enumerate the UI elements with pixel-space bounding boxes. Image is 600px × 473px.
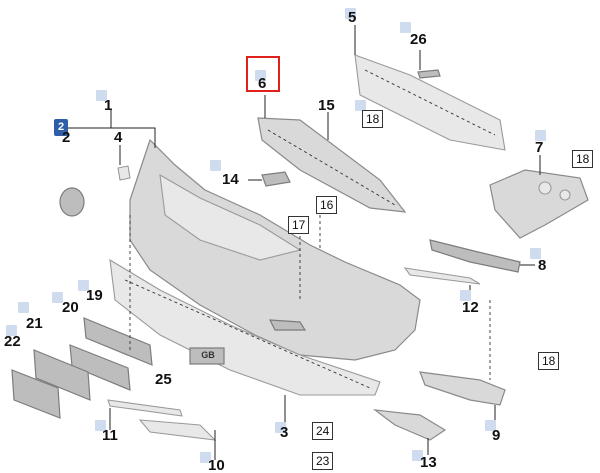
callout-15[interactable]: 15 — [318, 97, 335, 114]
marker-square — [460, 290, 471, 301]
callout-18-box-right[interactable]: 18 — [572, 150, 594, 168]
part-clip-26[interactable] — [417, 69, 441, 79]
part-bracket-7[interactable] — [489, 169, 589, 239]
marker-square — [210, 160, 221, 171]
marker-square — [412, 450, 423, 461]
callout-20[interactable]: 20 — [62, 299, 79, 316]
part-bracket-9[interactable] — [419, 371, 506, 406]
callout-17-box[interactable]: 17 — [288, 216, 310, 234]
callout-16-box[interactable]: 16 — [316, 196, 338, 214]
marker-square — [255, 70, 266, 81]
callout-18-box-bottom[interactable]: 18 — [538, 352, 560, 370]
part-cap-2[interactable] — [59, 187, 85, 217]
callout-5[interactable]: 5 — [348, 9, 357, 26]
part-plate-25[interactable] — [189, 347, 225, 365]
marker-square — [78, 280, 89, 291]
callout-9[interactable]: 9 — [492, 427, 501, 444]
marker-square — [18, 302, 29, 313]
marker-square — [52, 292, 63, 303]
part-bracket-13[interactable] — [372, 409, 447, 441]
part-bracket-14[interactable] — [261, 171, 291, 187]
marker-square — [6, 325, 17, 336]
callout-23-box[interactable]: 23 — [312, 452, 334, 470]
marker-square — [95, 420, 106, 431]
marker-square — [96, 90, 107, 101]
callout-6-selected[interactable]: 6 — [246, 56, 280, 92]
callout-4[interactable]: 4 — [114, 129, 123, 146]
part-panel-20[interactable] — [69, 344, 131, 391]
callout-24-box[interactable]: 24 — [312, 422, 334, 440]
marker-square — [345, 8, 356, 19]
part-panel-22[interactable] — [11, 369, 61, 419]
callout-2-highlight[interactable]: 2 — [54, 119, 69, 136]
part-panel-19[interactable] — [83, 317, 153, 366]
callout-3[interactable]: 3 — [280, 424, 289, 441]
part-clip-4[interactable] — [117, 165, 131, 181]
callout-25[interactable]: 25 — [155, 371, 172, 388]
part-trim-11[interactable] — [107, 399, 183, 417]
plate-text: GB — [201, 350, 215, 360]
part-panel-21[interactable] — [33, 349, 91, 401]
part-vent-8[interactable] — [429, 239, 521, 273]
part-strip-12[interactable] — [403, 267, 481, 285]
callout-13[interactable]: 13 — [420, 454, 437, 471]
part-grille[interactable] — [257, 117, 407, 213]
callout-21[interactable]: 21 — [26, 315, 43, 332]
marker-square — [275, 422, 286, 433]
callout-8[interactable]: 8 — [538, 257, 547, 274]
callout-26[interactable]: 26 — [410, 31, 427, 48]
callout-10[interactable]: 10 — [208, 457, 225, 473]
callout-11[interactable]: 11 — [102, 427, 118, 444]
marker-square — [485, 420, 496, 431]
callout-2[interactable]: 2 — [62, 129, 71, 146]
marker-square — [200, 452, 211, 463]
marker-square — [530, 248, 541, 259]
marker-square — [355, 100, 366, 111]
part-lower-spoiler[interactable] — [109, 258, 381, 396]
callout-19[interactable]: 19 — [86, 287, 103, 304]
callout-1[interactable]: 1 — [104, 97, 113, 114]
callout-7[interactable]: 7 — [535, 139, 544, 156]
part-trim-10[interactable] — [138, 419, 217, 441]
callout-18-box-top[interactable]: 18 — [362, 110, 384, 128]
marker-square — [535, 130, 546, 141]
callout-22[interactable]: 22 — [4, 333, 21, 350]
marker-square — [400, 22, 411, 33]
callout-14[interactable]: 14 — [222, 171, 239, 188]
callout-12[interactable]: 12 — [462, 299, 479, 316]
